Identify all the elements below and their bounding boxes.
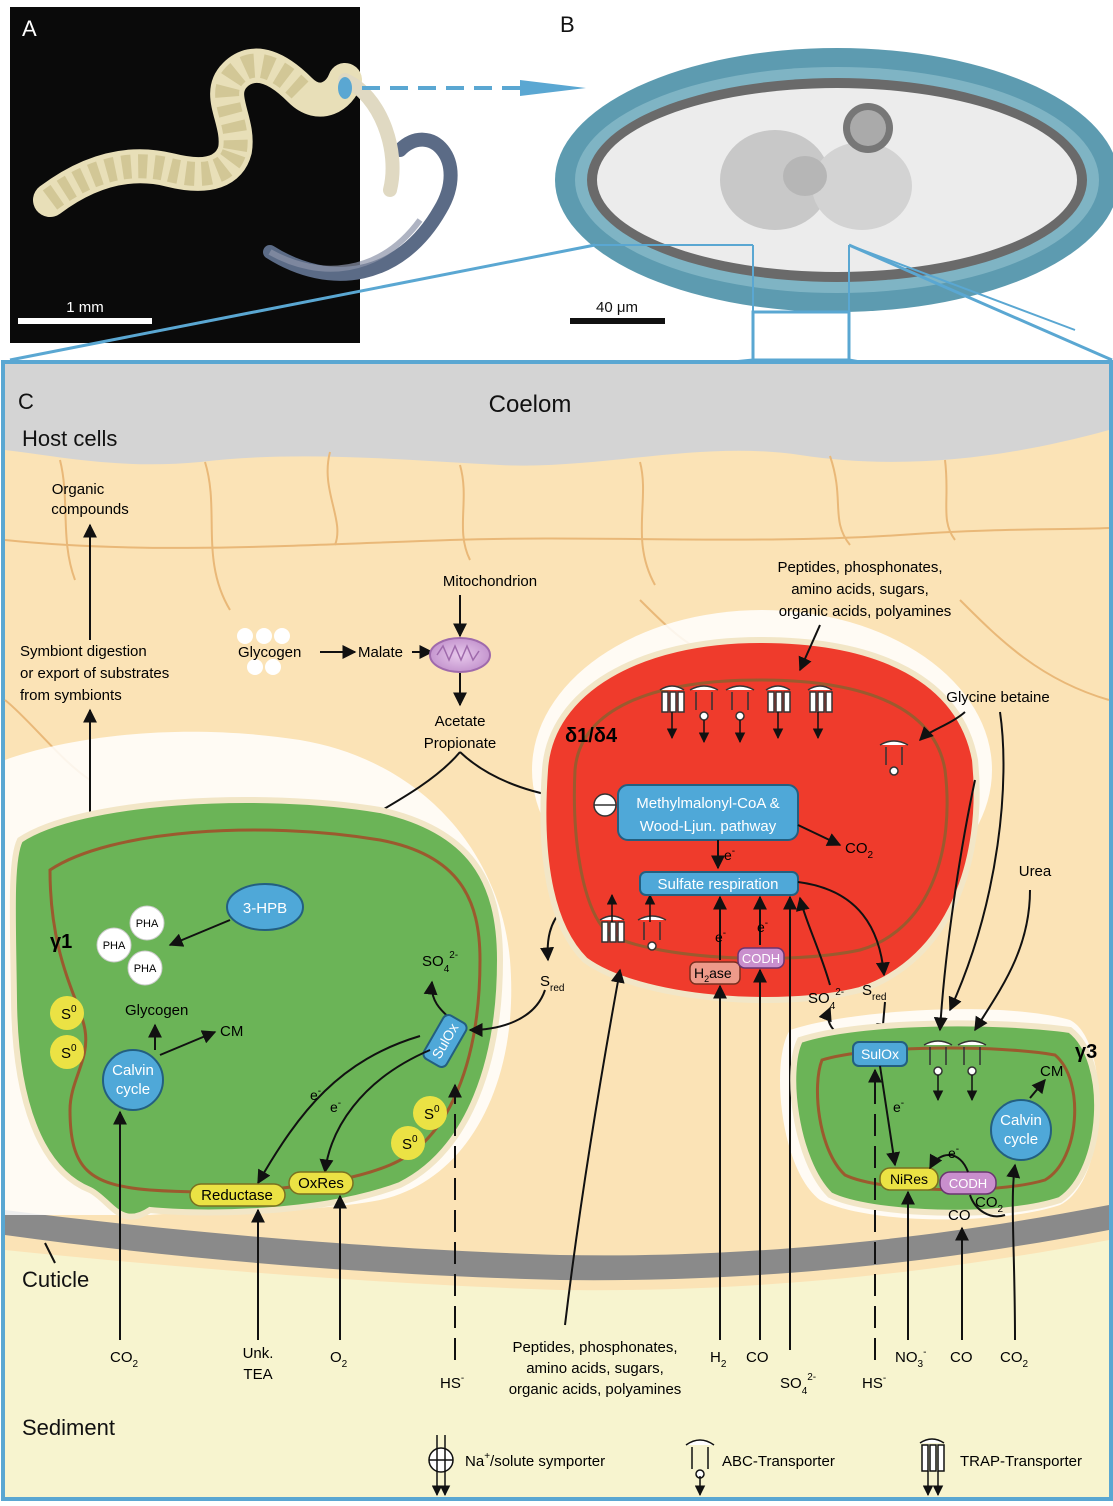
calvin-cycle-gamma1: Calvin cycle (103, 1050, 163, 1110)
gamma1-cm-label: CM (220, 1023, 243, 1040)
cross-section-marker (338, 77, 352, 99)
symporter-delta-icon (594, 794, 616, 816)
gamma3-cm-label: CM (1040, 1063, 1063, 1080)
organic-label-2: compounds (51, 501, 129, 518)
hpb-node: 3-HPB (227, 884, 303, 930)
codh-gamma3-box: CODH (940, 1172, 996, 1194)
glycine-betaine-label: Glycine betaine (946, 689, 1049, 706)
delta-substrates-2: amino acids, sugars, (791, 581, 929, 598)
calvin-g3-label-2: cycle (1004, 1131, 1038, 1148)
reductase-label: Reductase (201, 1187, 273, 1204)
glycogen-host-label: Glycogen (238, 644, 301, 661)
sed-substrates-3: organic acids, polyamines (509, 1381, 682, 1398)
delta-label: δ1/δ4 (565, 725, 618, 747)
scale-label-a: 1 mm (66, 299, 104, 316)
calvin-cycle-gamma3: Calvin cycle (991, 1100, 1051, 1160)
scale-bar-a (18, 318, 152, 324)
sed-co-label-delta: CO (746, 1349, 769, 1366)
legend-trap-label: TRAP-Transporter (960, 1453, 1082, 1470)
hpb-label: 3-HPB (243, 900, 287, 917)
pha-label-1: PHA (136, 918, 159, 930)
sed-substrates-2: amino acids, sugars, (526, 1360, 664, 1377)
sulox-gamma3: SulOx (853, 1042, 907, 1066)
calvin-label-1: Calvin (112, 1062, 154, 1079)
coelom-label: Coelom (489, 391, 572, 418)
digestion-label-3: from symbionts (20, 687, 122, 704)
gamma3-co-label: CO (948, 1207, 971, 1224)
calvin-g3-label-1: Calvin (1000, 1112, 1042, 1129)
wood-label-1: Methylmalonyl-CoA & (636, 795, 779, 812)
pha-label-2: PHA (103, 940, 126, 952)
panel-b: B 40 μm (555, 12, 1113, 360)
delta-substrates-3: organic acids, polyamines (779, 603, 952, 620)
scale-bar-b (570, 318, 665, 324)
sed-unk-label-2: TEA (243, 1366, 272, 1383)
host-cells-label: Host cells (22, 426, 117, 451)
propionate-label: Propionate (424, 735, 497, 752)
gamma1-label: γ1 (50, 931, 72, 953)
nires-label: NiRes (890, 1171, 928, 1187)
wood-label-2: Wood-Ljun. pathway (640, 818, 777, 835)
wood-ljungdahl-box: Methylmalonyl-CoA & Wood-Ljun. pathway (618, 785, 798, 840)
sed-unk-label-1: Unk. (243, 1345, 274, 1362)
acetate-label: Acetate (435, 713, 486, 730)
legend-abc-label: ABC-Transporter (722, 1453, 835, 1470)
sulfate-resp-label: Sulfate respiration (658, 876, 779, 893)
mitochondrion-icon (430, 638, 490, 672)
digestion-label-2: or export of substrates (20, 665, 169, 682)
delta-substrates-1: Peptides, phosphonates, (777, 559, 942, 576)
trap-icon (766, 686, 790, 712)
panel-b-letter: B (560, 12, 575, 37)
oxres-box: OxRes (289, 1172, 353, 1194)
h2ase-box: H2ase (690, 962, 740, 984)
trap-icon (808, 686, 832, 712)
cuticle-label: Cuticle (22, 1267, 89, 1292)
sulfate-respiration-box: Sulfate respiration (640, 872, 798, 895)
malate-label: Malate (358, 644, 403, 661)
sediment-label: Sediment (22, 1415, 115, 1440)
sed-hs-label-right: HS- (862, 1373, 886, 1392)
sed-substrates-1: Peptides, phosphonates, (512, 1339, 677, 1356)
gamma1-symbiont (13, 800, 500, 1217)
calvin-label-2: cycle (116, 1081, 150, 1098)
urea-label: Urea (1019, 863, 1052, 880)
sed-co-label-gamma3: CO (950, 1349, 973, 1366)
codh-delta-box: CODH (738, 948, 784, 968)
panel-c-letter: C (18, 389, 34, 414)
oxres-label: OxRes (298, 1175, 344, 1192)
codh-gamma3-label: CODH (949, 1176, 987, 1191)
mitochondrion-label: Mitochondrion (443, 573, 537, 590)
pha-label-3: PHA (134, 963, 157, 975)
gamma1-glycogen-label: Glycogen (125, 1002, 188, 1019)
panel-a: A 1 mm (10, 7, 586, 343)
codh-delta-label: CODH (742, 951, 780, 966)
gamma3-label: γ3 (1075, 1041, 1097, 1063)
digestion-label-1: Symbiont digestion (20, 643, 147, 660)
trap-icon (660, 686, 684, 712)
panel-a-letter: A (22, 16, 37, 41)
reductase-box: Reductase (190, 1184, 285, 1206)
panel-c: C Coelom Host cells Cuticle Sediment Org… (3, 362, 1111, 1499)
scale-label-b: 40 μm (596, 299, 638, 316)
nires-box: NiRes (880, 1168, 938, 1190)
zoom-box (753, 312, 849, 360)
sed-hs-label-left: HS- (440, 1373, 464, 1392)
sulox-gamma3-label: SulOx (861, 1046, 899, 1062)
organic-label-1: Organic (52, 481, 105, 498)
